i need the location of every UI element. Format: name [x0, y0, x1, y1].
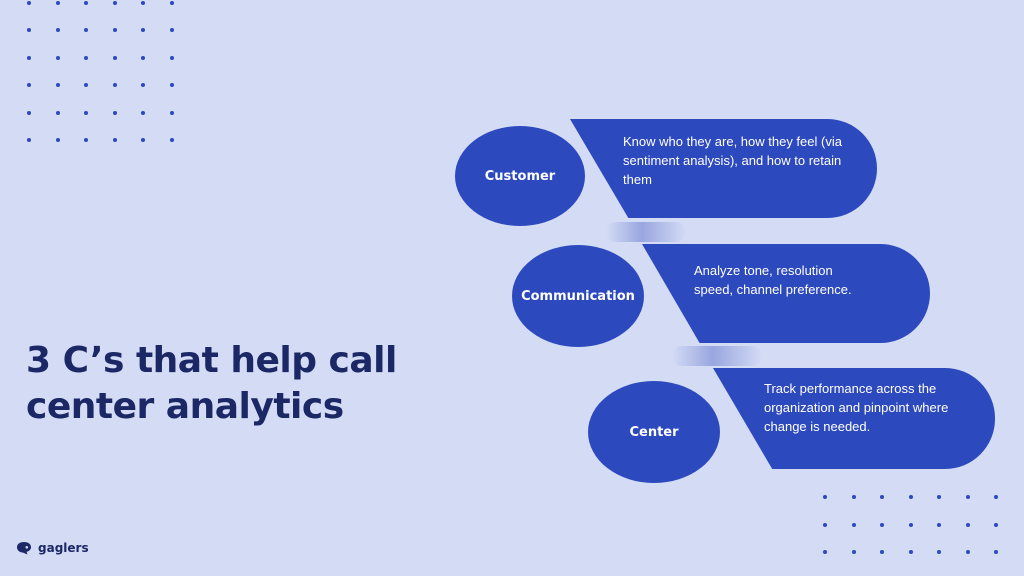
decorative-dot: [965, 495, 970, 499]
decorative-dot: [823, 550, 827, 554]
decorative-dot: [27, 83, 31, 88]
decorative-dot: [84, 110, 89, 115]
decorative-dot: [27, 138, 31, 142]
decorative-dot: [994, 522, 998, 527]
decorative-dot: [27, 1, 31, 5]
description-communication: Analyze tone, resolution speed, channel …: [694, 263, 852, 297]
ellipse-communication: Communication: [512, 245, 644, 347]
headline: 3 C’s that help call center analytics: [26, 338, 546, 430]
decorative-dot: [937, 522, 941, 527]
headline-line-1: 3 C’s that help call: [26, 340, 397, 381]
decorative-dot: [141, 28, 146, 33]
description-customer: Know who they are, how they feel (via se…: [623, 134, 842, 187]
decorative-dot: [880, 522, 884, 527]
decorative-dot: [994, 550, 998, 554]
decorative-dot: [170, 1, 174, 5]
decorative-dot: [55, 55, 60, 60]
label-communication: Communication: [521, 288, 635, 304]
decorative-dot: [141, 110, 146, 115]
decorative-dot: [112, 55, 117, 60]
decorative-dot: [112, 1, 117, 5]
decorative-dot: [141, 55, 146, 60]
decorative-dot: [112, 83, 117, 88]
decorative-dot: [84, 55, 89, 60]
decorative-dot: [170, 83, 174, 88]
decorative-dot: [84, 83, 89, 88]
decorative-dot: [55, 28, 60, 33]
decorative-dot: [55, 110, 60, 115]
decorative-dot: [170, 138, 174, 142]
decorative-dot: [965, 550, 970, 554]
decorative-dot: [823, 495, 827, 499]
decorative-dot: [55, 1, 60, 5]
connector-stroke: [672, 346, 762, 366]
decorative-dot: [823, 522, 827, 527]
decorative-dot: [908, 495, 913, 499]
decorative-dot: [170, 28, 174, 33]
decorative-dot: [170, 55, 174, 60]
panel-communication: Analyze tone, resolution speed, channel …: [642, 244, 930, 343]
ellipse-customer: Customer: [455, 126, 585, 226]
decorative-dot: [27, 55, 31, 60]
headline-line-2: center analytics: [26, 386, 344, 427]
decorative-dot: [27, 110, 31, 115]
decorative-dot: [880, 550, 884, 554]
description-center: Track performance across the organizatio…: [764, 381, 949, 434]
decorative-dot: [880, 495, 884, 499]
decorative-dot: [84, 138, 89, 142]
decorative-dot: [112, 138, 117, 142]
decorative-dot: [84, 28, 89, 33]
decorative-dot: [84, 1, 89, 5]
decorative-dot: [851, 495, 856, 499]
decorative-dot: [908, 522, 913, 527]
decorative-dot: [937, 495, 941, 499]
decorative-dot: [170, 110, 174, 115]
brand-name: gaglers: [38, 541, 89, 555]
connector-stroke: [606, 222, 686, 242]
panel-customer: Know who they are, how they feel (via se…: [570, 119, 877, 218]
speech-bubble-icon: [17, 542, 31, 555]
decorative-dot: [141, 1, 146, 5]
panel-center: Track performance across the organizatio…: [713, 368, 995, 469]
decorative-dot: [27, 28, 31, 33]
decorative-dot: [908, 550, 913, 554]
ellipse-center: Center: [588, 381, 720, 483]
decorative-dot: [141, 83, 146, 88]
decorative-dot: [937, 550, 941, 554]
decorative-dot: [965, 522, 970, 527]
decorative-dot: [55, 138, 60, 142]
decorative-dot: [112, 28, 117, 33]
brand-logo: gaglers: [16, 541, 89, 555]
decorative-dot: [141, 138, 146, 142]
decorative-dot: [55, 83, 60, 88]
decorative-dot: [994, 495, 998, 499]
decorative-dot: [851, 522, 856, 527]
decorative-dot: [851, 550, 856, 554]
label-customer: Customer: [484, 168, 556, 184]
label-center: Center: [629, 424, 679, 440]
decorative-dot: [112, 110, 117, 115]
